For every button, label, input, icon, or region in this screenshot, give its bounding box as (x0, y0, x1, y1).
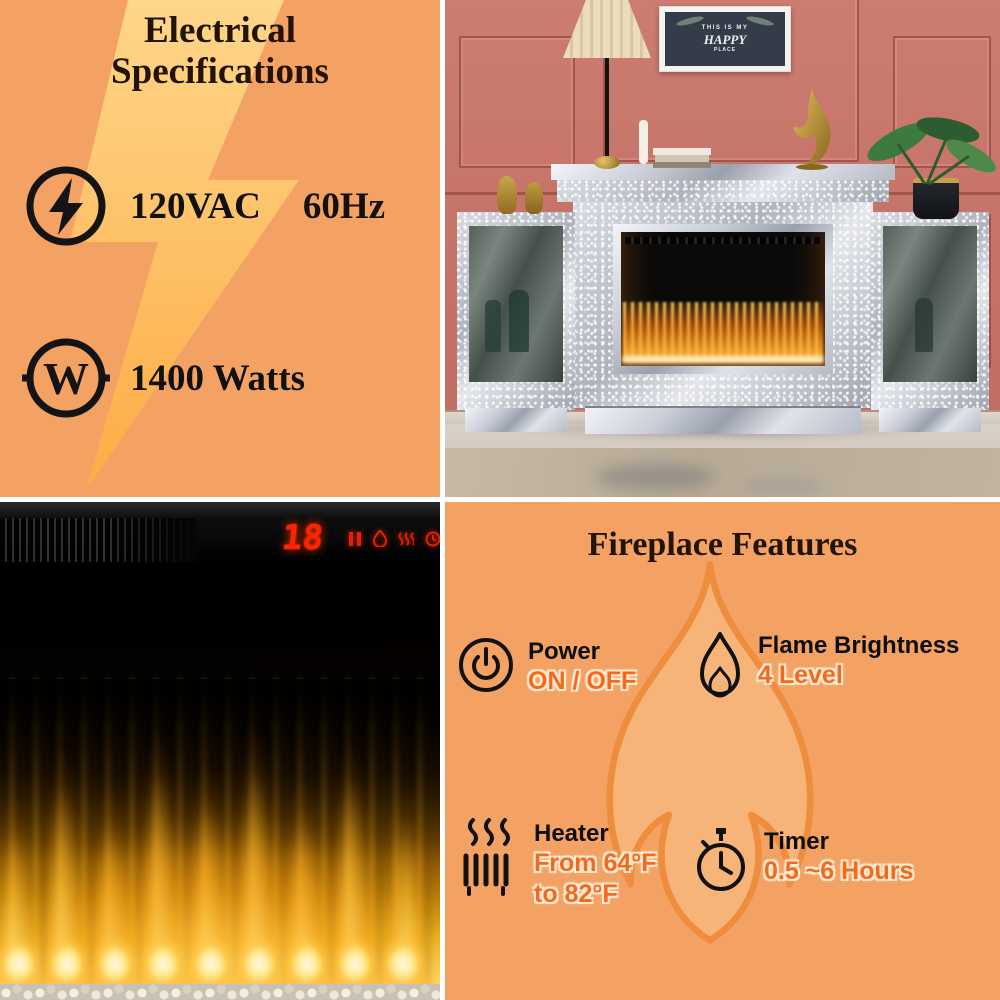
wall-art-print: THIS IS MY HAPPY PLACE (665, 12, 785, 66)
electrical-title: Electrical Specifications (0, 10, 440, 93)
glassware-silhouette (915, 298, 933, 352)
power-label: Power (528, 638, 601, 665)
power-value: ON / OFF (528, 666, 637, 695)
timer-label: Timer (764, 828, 829, 855)
gold-bird-figurine (793, 88, 831, 170)
flame-outline-graphic (606, 560, 814, 944)
flame-brightness-label: Flame Brightness (758, 632, 960, 659)
svg-text:W: W (43, 353, 89, 404)
rug-pattern-mark (595, 464, 715, 490)
book-stack (653, 162, 711, 168)
led-display: 18 (279, 518, 326, 558)
firebox-glass (0, 566, 440, 1000)
heat-wave-icon (398, 531, 414, 546)
voltage-spec-row: 120VAC 60Hz (22, 162, 385, 250)
wall-art-text-line3: PLACE (714, 46, 736, 53)
flame-brightness-value: 4 Level (758, 660, 843, 689)
book-stack (653, 148, 711, 155)
table-lamp-base (594, 156, 620, 169)
fireplace-top-frame: 18 (0, 502, 440, 566)
wall-art-frame: THIS IS MY HAPPY PLACE (659, 6, 791, 72)
wall-molding-panel (459, 36, 575, 168)
voltage-value: 120VAC (130, 185, 261, 227)
watt-circle-icon: W (22, 338, 110, 418)
wattage-spec-row: W 1400 Watts (22, 334, 305, 422)
feature-timer: Timer 0.5 ~6 Hours (691, 826, 913, 894)
heater-value-line2: to 82°F (534, 879, 618, 908)
glassware-silhouette (509, 290, 529, 352)
gold-cat-figurine (497, 176, 517, 214)
wall-art-text-line1: THIS IS MY (701, 25, 749, 32)
white-candle-decor (639, 120, 648, 164)
product-photo: THIS IS MY HAPPY PLACE (445, 0, 1000, 497)
electrical-specs-panel: Electrical Specifications 120VAC 60Hz W 1… (0, 0, 440, 497)
features-title: Fireplace Features (587, 526, 858, 563)
glassware-silhouette (485, 300, 501, 352)
wall-molding-panel (893, 36, 991, 168)
gold-cat-figurine (525, 182, 543, 214)
voltage-frequency-text: 120VAC 60Hz (130, 185, 385, 228)
flame-icon (373, 530, 387, 547)
table-lamp-stem (605, 58, 609, 158)
wall-molding-panel (603, 0, 859, 162)
feature-flame-brightness: Flame Brightness 4 Level (695, 630, 959, 704)
feature-power: Power ON / OFF (457, 636, 636, 697)
flame-icon (700, 632, 740, 698)
electrical-title-line2: Specifications (111, 51, 329, 93)
heater-value-line1: From 64°F (534, 848, 657, 877)
electrical-title-line1: Electrical (143, 10, 297, 51)
feature-heater: Heater From 64°F to 82°F (457, 818, 657, 910)
wattage-text: 1400 Watts (130, 357, 305, 400)
wattage-value: 1400 Watts (130, 357, 306, 399)
firebox-vent (625, 237, 821, 244)
fireplace-closeup-photo: 18 (0, 502, 440, 1000)
right-cabinet-base (879, 408, 981, 432)
clock-icon (425, 531, 440, 546)
area-rug (445, 448, 1000, 497)
features-panel: Fireplace Features Power ON / OFF Flame … (445, 502, 1000, 1000)
heater-icon (463, 818, 510, 896)
wall-art-text-line2: HAPPY (703, 31, 747, 47)
botanical-leaves-art (676, 16, 774, 26)
lightning-bolt-graphic (70, 0, 299, 490)
ember-bed (623, 356, 823, 363)
vent-grille-fade (0, 518, 196, 562)
control-indicator-strip (348, 530, 440, 547)
book-stack (655, 155, 709, 162)
firebox-flames (623, 302, 823, 362)
left-cabinet-base (465, 408, 567, 432)
plant-leaves (867, 117, 996, 186)
heater-label: Heater (534, 820, 609, 847)
timer-value: 0.5 ~6 Hours (764, 856, 914, 885)
mantel-base (585, 406, 861, 434)
pause-icon (349, 531, 361, 546)
power-icon (459, 638, 513, 692)
lightning-circle-icon (26, 166, 106, 246)
timer-icon (697, 828, 745, 891)
frequency-value: 60Hz (302, 185, 386, 227)
rug-pattern-mark (743, 478, 823, 494)
mantel-sparkle-band (557, 180, 889, 202)
crystal-bed (0, 984, 440, 1000)
